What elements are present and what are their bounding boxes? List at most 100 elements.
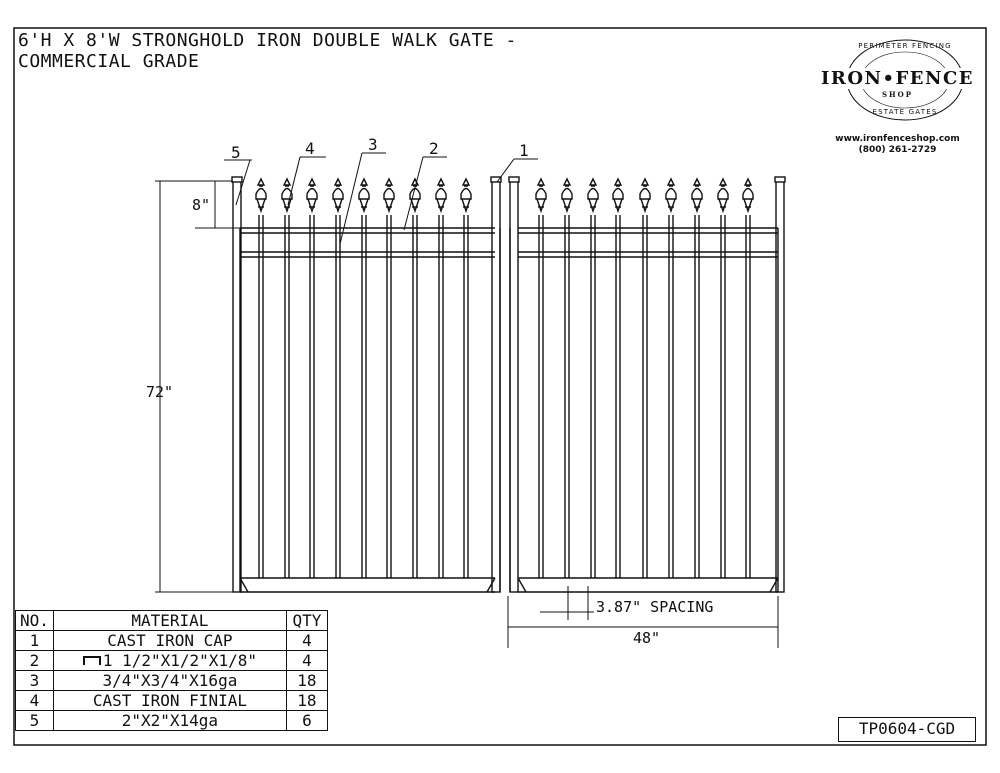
bom-qty: 4	[285, 650, 328, 671]
bom-header-row: NO. MATERIAL QTY	[15, 610, 328, 631]
finial-icon	[384, 198, 394, 214]
callout-leader	[235, 159, 251, 206]
finial-icon	[587, 177, 599, 200]
table-row: 4 CAST IRON FINIAL 18	[15, 690, 328, 711]
bom-material: CAST IRON FINIAL	[52, 690, 287, 711]
logo-tagline-top: PERIMETER FENCING	[858, 42, 952, 50]
logo-subtitle: SHOP	[881, 90, 914, 99]
brace	[239, 577, 249, 593]
channel-icon	[82, 656, 101, 665]
post-cap	[774, 176, 786, 183]
finial-icon	[717, 177, 729, 200]
finial-icon	[718, 198, 728, 214]
bom-material: 3/4"X3/4"X16ga	[52, 670, 287, 691]
finial-icon	[588, 198, 598, 214]
bom-no: 2	[15, 650, 54, 671]
gate-post	[775, 180, 785, 593]
finial-icon	[691, 177, 703, 200]
total-height-label: 72"	[146, 383, 173, 401]
table-row: 1 CAST IRON CAP 4	[15, 630, 328, 651]
bom-qty: 6	[285, 710, 328, 731]
bom-header-no: NO.	[15, 610, 54, 631]
bom-qty: 18	[285, 670, 328, 691]
brace	[517, 577, 527, 593]
finial-icon	[383, 177, 395, 200]
finial-icon	[742, 177, 754, 200]
brace	[486, 577, 496, 593]
finial-icon	[333, 198, 343, 214]
callout-3: 3	[368, 135, 378, 154]
post-cap	[508, 176, 520, 183]
finial-icon	[306, 177, 318, 200]
sheet-border	[13, 27, 987, 746]
website-link[interactable]: www.ironfenceshop.com	[835, 134, 960, 144]
bom-material: 1 1/2"X1/2"X1/8"	[52, 650, 287, 671]
finial-icon	[665, 177, 677, 200]
finial-icon	[640, 198, 650, 214]
dimension-lines	[155, 152, 779, 648]
drawing-number: TP0604-CGD	[838, 717, 976, 742]
finial-icon	[561, 177, 573, 200]
finial-icon	[255, 177, 267, 200]
width-label: 48"	[633, 629, 660, 647]
gate-post	[509, 180, 519, 593]
finial-icon	[535, 177, 547, 200]
bom-qty: 18	[285, 690, 328, 711]
callout-leader	[339, 152, 363, 245]
finial-icon	[666, 198, 676, 214]
finial-icon	[562, 198, 572, 214]
post-cap	[490, 176, 502, 183]
finial-icon	[743, 198, 753, 214]
finial-icon	[307, 198, 317, 214]
callout-5: 5	[231, 143, 241, 162]
callout-2: 2	[429, 139, 439, 158]
logo-contact: www.ironfenceshop.com (800) 261-2729	[810, 134, 985, 156]
finial-icon	[410, 198, 420, 214]
bom-qty: 4	[285, 630, 328, 651]
callout-leader	[403, 156, 424, 231]
title-line-2: COMMERCIAL GRADE	[18, 51, 200, 72]
finial-icon	[435, 177, 447, 200]
bom-no: 1	[15, 630, 54, 651]
post-cap	[231, 176, 243, 183]
bom-material-text: 1 1/2"X1/2"X1/8"	[102, 651, 257, 670]
table-row: 2 1 1/2"X1/2"X1/8" 4	[15, 650, 328, 671]
bom-no: 4	[15, 690, 54, 711]
gate-elevation	[231, 176, 786, 593]
phone-number: (800) 261-2729	[858, 145, 937, 155]
finial-icon	[436, 198, 446, 214]
finial-icon	[639, 177, 651, 200]
bom-material: CAST IRON CAP	[52, 630, 287, 651]
company-logo: PERIMETER FENCING IRON•FENCE SHOP ESTATE…	[810, 30, 985, 160]
table-row: 5 2"X2"X14ga 6	[15, 710, 328, 731]
finial-icon	[613, 198, 623, 214]
finial-icon	[282, 198, 292, 214]
callout-4: 4	[305, 139, 315, 158]
drawing-title: 6'H X 8'W STRONGHOLD IRON DOUBLE WALK GA…	[18, 30, 517, 72]
finial-height-label: 8"	[192, 196, 210, 214]
bill-of-materials: NO. MATERIAL QTY 1 CAST IRON CAP 4 2 1 1…	[15, 610, 328, 731]
finial-icon	[359, 198, 369, 214]
finial-icon	[692, 198, 702, 214]
bom-header-material: MATERIAL	[52, 610, 287, 631]
title-line-1: 6'H X 8'W STRONGHOLD IRON DOUBLE WALK GA…	[18, 30, 517, 51]
finial-icon	[281, 177, 293, 200]
bom-no: 3	[15, 670, 54, 691]
finial-icon	[536, 198, 546, 214]
bom-material: 2"X2"X14ga	[52, 710, 287, 731]
table-row: 3 3/4"X3/4"X16ga 18	[15, 670, 328, 691]
finial-icon	[460, 177, 472, 200]
finial-icon	[612, 177, 624, 200]
logo-wordmark: IRON•FENCE	[810, 68, 985, 89]
bom-header-qty: QTY	[285, 610, 328, 631]
finial-icon	[256, 198, 266, 214]
callout-1: 1	[519, 141, 529, 160]
brace	[769, 577, 779, 593]
logo-tagline-bottom: ESTATE GATES	[872, 108, 938, 116]
bom-no: 5	[15, 710, 54, 731]
callout-leader	[496, 158, 515, 183]
callout-leader	[287, 156, 301, 206]
finial-icon	[461, 198, 471, 214]
